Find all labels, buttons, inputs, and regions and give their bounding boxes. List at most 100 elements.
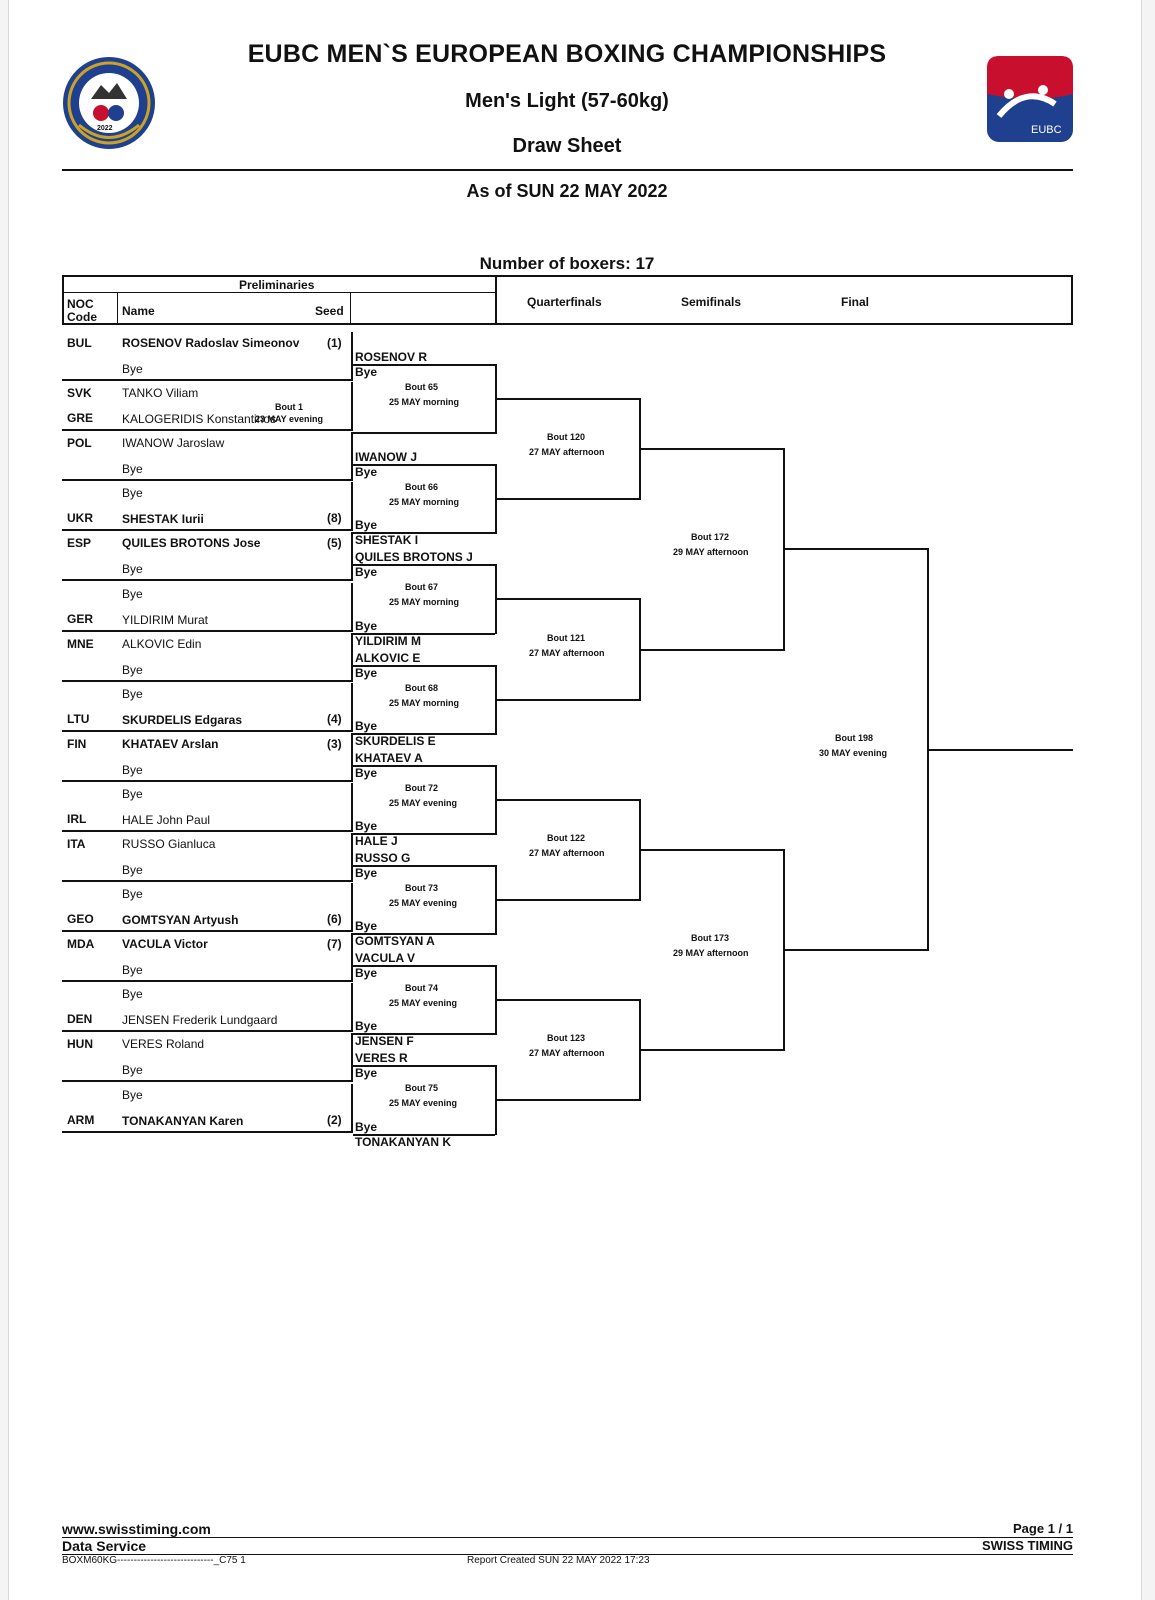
as-of-date: As of SUN 22 MAY 2022 [466, 181, 668, 201]
quarterfinal-bout-number: Bout 121 [547, 632, 586, 643]
boxer-name: KHATAEV Arslan [122, 736, 219, 751]
pair-right-line [351, 682, 353, 732]
noc-code: BUL [67, 336, 92, 350]
pair-bottom-line [62, 529, 351, 532]
bye-label: Bye [122, 362, 143, 377]
bye-label: Bye [122, 887, 143, 902]
semifinals-label: Semifinals [681, 295, 742, 309]
final-bottom [783, 949, 927, 952]
pair-bottom-line [62, 930, 351, 933]
quarterfinal-bottom [495, 1099, 639, 1102]
seed-number: (3) [327, 736, 342, 751]
draw-sheet-page: 2022 EUBC EUBC MEN`S EUROPEAN BOXING CHA… [8, 0, 1142, 1600]
round2-bout-number: Bout 66 [405, 482, 439, 493]
boxer-name: TONAKANYAN Karen [122, 1113, 244, 1128]
boxer-name: TANKO Viliam [122, 386, 199, 401]
championship-logo: 2022 [61, 55, 157, 151]
round2-bottom-boxer: GOMTSYAN A [355, 934, 435, 949]
round2-bout-number: Bout 74 [405, 983, 439, 994]
code-label: Code [67, 310, 97, 324]
quarterfinal-bottom [495, 698, 639, 701]
round2-top-boxer: VACULA V [355, 951, 415, 966]
header-col-divider [495, 275, 497, 325]
round2-box-top [353, 764, 495, 767]
round2-top-boxer: VERES R [355, 1051, 408, 1066]
quarterfinal-bottom [495, 498, 639, 501]
round2-bottom-bye: Bye [355, 1119, 378, 1134]
round2-bottom-bye: Bye [355, 518, 378, 533]
bye-label: Bye [122, 1063, 143, 1078]
round2-bottom-boxer: HALE J [355, 833, 398, 848]
pair-bottom-line [62, 1130, 351, 1133]
round2-top-boxer: RUSSO G [355, 851, 411, 865]
round2-box-bottom [353, 933, 495, 936]
round2-top-boxer: QUILES BROTONS J [355, 550, 473, 565]
noc-code: MNE [67, 636, 94, 651]
round2-top-bye: Bye [355, 565, 378, 580]
round2-box-top [353, 965, 495, 968]
round2-box-top [353, 464, 495, 467]
round2-bottom-bye: Bye [355, 1019, 378, 1034]
round2-bout-time: 25 MAY morning [389, 697, 460, 708]
pair-right-line [351, 1033, 353, 1083]
semifinal-bout-time: 29 MAY afternoon [673, 948, 749, 959]
round2-box-top [353, 564, 495, 567]
quarterfinal-bout-time: 27 MAY afternoon [529, 447, 605, 458]
pair-bottom-line [62, 1080, 351, 1083]
round2-bout-number: Bout 67 [405, 582, 439, 593]
pair-right-line [351, 883, 353, 933]
footer-website[interactable]: www.swisstiming.com [62, 1521, 211, 1537]
semifinal-top [639, 848, 783, 851]
noc-code: LTU [67, 711, 90, 726]
round2-box-bottom [353, 532, 495, 535]
round2-top-bye: Bye [355, 1066, 378, 1081]
final-label: Final [841, 295, 870, 309]
round2-top-bye: Bye [355, 465, 378, 480]
boxer-name: ALKOVIC Edin [122, 636, 202, 651]
noc-label: NOC [67, 297, 94, 311]
seed-number: (8) [327, 511, 342, 526]
noc-code: MDA [67, 937, 95, 952]
bye-label: Bye [122, 486, 143, 501]
noc-code: ESP [67, 536, 92, 551]
seed-number: (2) [327, 1112, 342, 1127]
noc-code: FIN [67, 736, 87, 751]
boxer-name: RUSSO Gianluca [122, 837, 216, 851]
round2-box-bottom [353, 432, 495, 435]
quarterfinals-label: Quarterfinals [527, 295, 602, 309]
boxer-name: VACULA Victor [122, 937, 208, 952]
prelim-bout-time: 23 MAY evening [255, 414, 324, 425]
quarterfinal-top [495, 598, 639, 601]
pair-right-line [351, 782, 353, 832]
boxer-name: JENSEN Frederik Lundgaard [122, 1013, 278, 1028]
quarterfinal-bout-time: 27 MAY afternoon [529, 847, 605, 858]
bye-label: Bye [122, 786, 143, 801]
round2-box-top [353, 664, 495, 667]
round2-bottom-boxer: JENSEN F [355, 1034, 414, 1049]
semifinal-bout-number: Bout 173 [691, 933, 730, 944]
boxer-name: ROSENOV Radoslav Simeonov [122, 336, 300, 350]
pair-bottom-line [62, 479, 351, 482]
pair-bottom-line [62, 379, 351, 382]
pair-right-line [351, 582, 353, 632]
pair-bottom-line [62, 880, 351, 883]
quarterfinal-top [495, 999, 639, 1002]
pair-right-line [351, 632, 353, 682]
round2-bout-time: 25 MAY evening [389, 898, 458, 909]
noc-code: UKR [67, 511, 93, 526]
noc-code: DEN [67, 1012, 93, 1027]
round2-box-top [353, 865, 495, 867]
pair-bottom-line [62, 1030, 351, 1033]
boxer-name: IWANOW Jaroslaw [122, 436, 225, 451]
round2-box-bottom [353, 1033, 495, 1036]
pair-right-line [351, 933, 353, 983]
round2-top-boxer: ALKOVIC E [355, 650, 421, 665]
quarterfinal-bout-number: Bout 122 [547, 832, 586, 843]
pair-bottom-line [62, 629, 351, 632]
header-row-divider [62, 292, 497, 293]
round2-bout-number: Bout 65 [405, 382, 439, 393]
footer-service: Data Service [62, 1538, 147, 1554]
document-type: Draw Sheet [512, 135, 622, 157]
boxer-name: YILDIRIM Murat [122, 612, 209, 627]
pair-right-line [351, 1083, 353, 1133]
